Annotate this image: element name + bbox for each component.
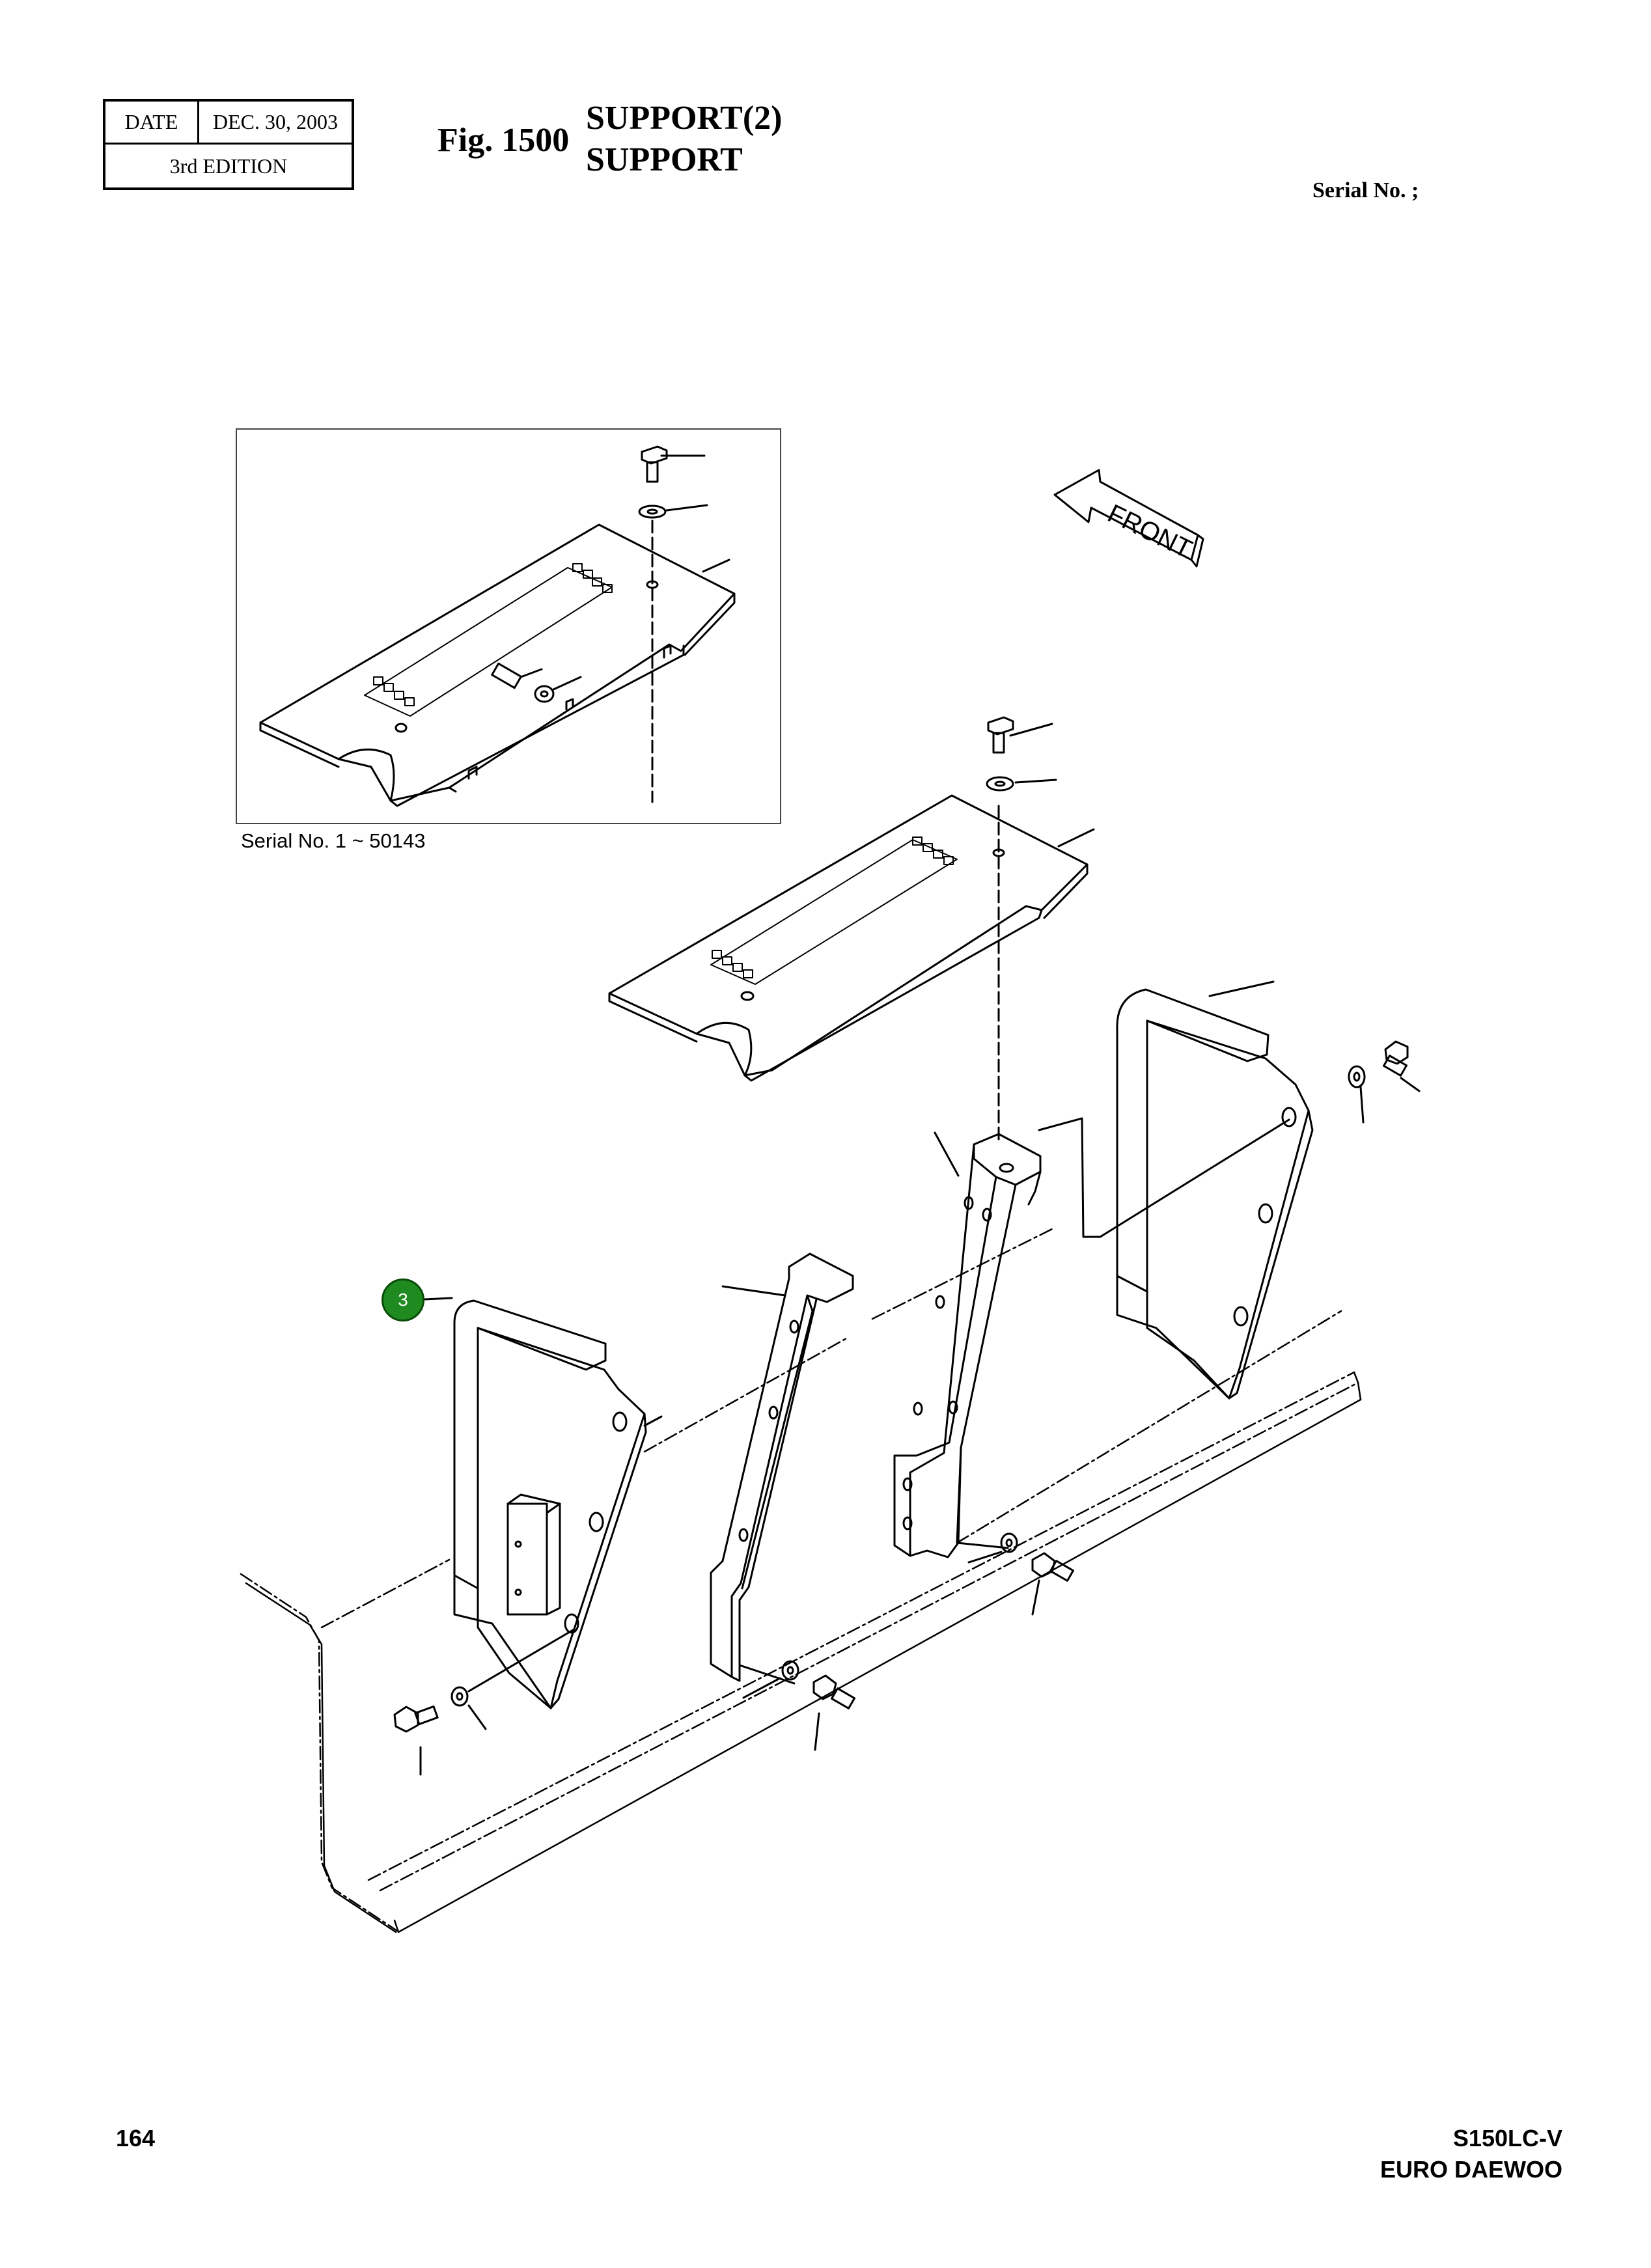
right-bolt: [1383, 1040, 1421, 1092]
center-washer: [967, 1532, 1018, 1564]
right-washer: [1348, 1065, 1366, 1124]
inset-plate: [259, 519, 736, 807]
front-arrow: [1053, 469, 1204, 568]
left-side-plate: [423, 1297, 663, 1709]
edition-label: 3rd EDITION: [169, 154, 288, 178]
figure-title-line1: SUPPORT(2): [586, 100, 783, 137]
figure-title-line2: SUPPORT: [586, 141, 743, 178]
main-washer-top: [986, 776, 1057, 792]
middle-bolt: [812, 1674, 855, 1751]
page-number: 164: [116, 2125, 156, 2151]
main-bolt-top: [987, 716, 1053, 754]
center-stay: [893, 1117, 1290, 1558]
inset-washer-top: [638, 504, 730, 573]
inset-bolt-top: [641, 445, 706, 483]
left-washer: [451, 1629, 574, 1730]
inset-bolt-side: [491, 662, 582, 703]
left-bolt: [393, 1705, 439, 1776]
date-label: DATE: [105, 102, 199, 143]
center-bolt: [1031, 1552, 1074, 1616]
date-row: DATE DEC. 30, 2003: [105, 102, 352, 145]
inset-frame: [236, 428, 781, 824]
date-edition-box: DATE DEC. 30, 2003 3rd EDITION: [103, 99, 354, 190]
right-side-plate: [1116, 980, 1314, 1400]
serial-number-label: Serial No. ;: [1312, 178, 1419, 202]
date-value: DEC. 30, 2003: [213, 110, 338, 133]
base-frame: [240, 1226, 1362, 1933]
callout-3[interactable]: 3: [382, 1279, 424, 1321]
manufacturer-name: EURO DAEWOO: [1380, 2156, 1562, 2183]
figure-number: Fig. 1500: [437, 122, 570, 159]
middle-stay: [710, 1252, 854, 1685]
main-plate: [608, 794, 1095, 1144]
middle-washer: [742, 1660, 799, 1699]
inset-caption: Serial No. 1 ~ 50143: [241, 829, 426, 852]
model-name: S150LC-V: [1452, 2125, 1562, 2151]
